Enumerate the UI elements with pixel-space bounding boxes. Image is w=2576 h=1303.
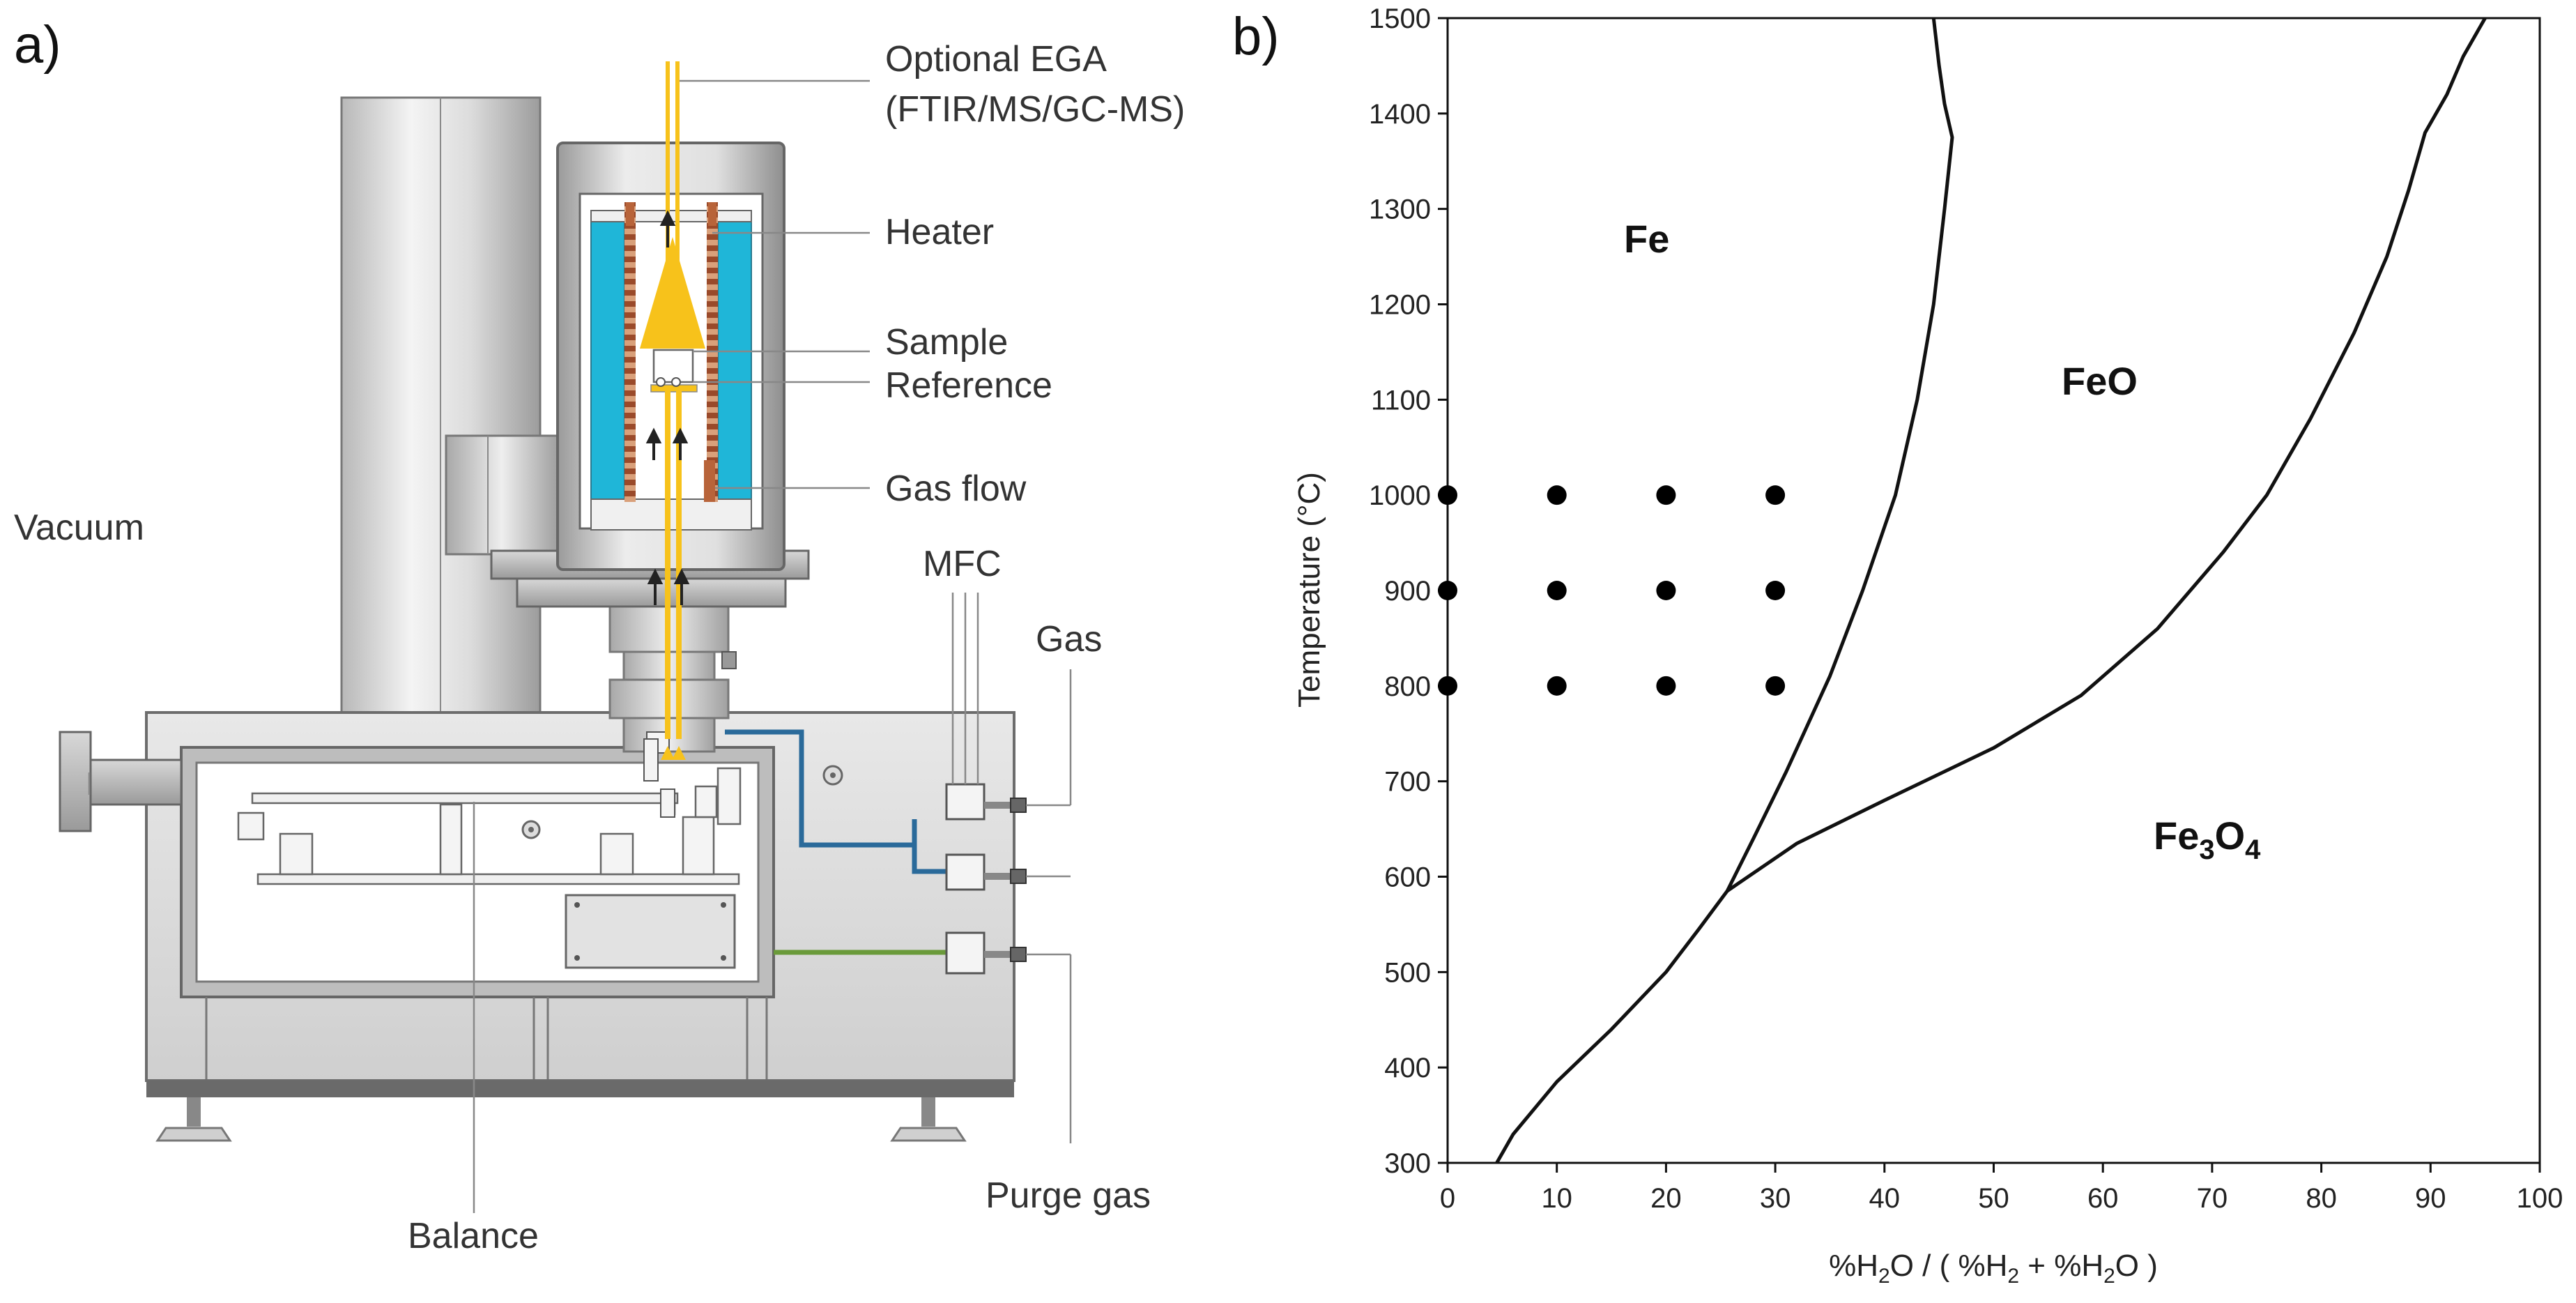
experiment-point bbox=[1656, 581, 1676, 600]
label-heater: Heater bbox=[885, 212, 994, 252]
x-tick-label: 30 bbox=[1760, 1183, 1791, 1214]
label-mfc: MFC bbox=[923, 544, 1002, 584]
experiment-point bbox=[1438, 676, 1457, 696]
balance-beam bbox=[237, 767, 742, 969]
y-tick-label: 1300 bbox=[1369, 195, 1431, 225]
panel-b: b) 0 10 20 30 40 50 60 70 80 90 100 300 400 500 600 70… bbox=[1232, 3, 2563, 1288]
y-axis-ticks: 300 400 500 600 700 800 900 1000 1100 1200 1300 140… bbox=[1369, 3, 1448, 1179]
label-purge-gas: Purge gas bbox=[986, 1175, 1151, 1216]
x-tick-label: 100 bbox=[2517, 1183, 2563, 1214]
x-tick-label: 60 bbox=[2087, 1183, 2119, 1214]
y-tick-label: 500 bbox=[1384, 957, 1431, 988]
y-tick-label: 800 bbox=[1384, 671, 1431, 702]
y-axis-label: Temperature (°C) bbox=[1292, 472, 1326, 708]
x-tick-label: 40 bbox=[1869, 1183, 1901, 1214]
phase-boundary-feo-fe3o4 bbox=[1726, 17, 2487, 893]
column-block bbox=[445, 434, 559, 556]
y-tick-label: 1200 bbox=[1369, 290, 1431, 321]
furnace bbox=[556, 142, 785, 571]
heater-jacket-right bbox=[717, 221, 752, 500]
panel-a-letter: a) bbox=[14, 15, 61, 75]
x-tick-label: 50 bbox=[1978, 1183, 2009, 1214]
base-plate bbox=[146, 1081, 1014, 1097]
experiment-point bbox=[1438, 581, 1457, 600]
y-tick-label: 700 bbox=[1384, 767, 1431, 798]
x-tick-label: 0 bbox=[1440, 1183, 1455, 1214]
experiment-points bbox=[1438, 485, 1786, 696]
experiment-point bbox=[1547, 676, 1567, 696]
feet bbox=[155, 1097, 967, 1142]
leader-lines bbox=[88, 79, 1072, 1213]
experiment-point bbox=[1765, 485, 1786, 505]
y-tick-label: 600 bbox=[1384, 862, 1431, 893]
panel-b-letter: b) bbox=[1232, 7, 1280, 66]
panel-a: a) bbox=[14, 15, 1185, 1256]
region-label-feo: FeO bbox=[2062, 359, 2138, 403]
experiment-point bbox=[1656, 676, 1676, 696]
label-ega-2: (FTIR/MS/GC-MS) bbox=[885, 89, 1185, 130]
phase-boundaries bbox=[1495, 17, 2487, 1164]
x-tick-label: 10 bbox=[1541, 1183, 1572, 1214]
experiment-point bbox=[1438, 485, 1457, 505]
gas-flow-beam bbox=[640, 61, 705, 760]
y-tick-label: 1500 bbox=[1369, 3, 1431, 34]
x-axis-ticks: 0 10 20 30 40 50 60 70 80 90 100 bbox=[1440, 1163, 2563, 1214]
flow-arrows bbox=[645, 210, 690, 605]
y-tick-label: 400 bbox=[1384, 1053, 1431, 1083]
experiment-point bbox=[1547, 581, 1567, 600]
label-balance: Balance bbox=[408, 1216, 539, 1256]
experiment-point bbox=[1656, 485, 1676, 505]
x-tick-label: 70 bbox=[2197, 1183, 2228, 1214]
heater-jacket-left bbox=[590, 221, 625, 500]
label-sample: Sample bbox=[885, 322, 1008, 363]
experiment-point bbox=[1765, 676, 1786, 696]
mfc-units bbox=[945, 783, 1027, 975]
y-tick-label: 900 bbox=[1384, 576, 1431, 607]
y-tick-label: 1000 bbox=[1369, 480, 1431, 511]
label-vacuum: Vacuum bbox=[14, 508, 144, 548]
region-label-fe: Fe bbox=[1624, 217, 1669, 261]
x-tick-label: 90 bbox=[2415, 1183, 2446, 1214]
x-axis-label: %H2O / ( %H2 + %H2O ) bbox=[1829, 1249, 2158, 1288]
y-tick-label: 1400 bbox=[1369, 99, 1431, 130]
experiment-point bbox=[1765, 581, 1786, 600]
phase-boundary-fe-feo_and_fe-fe3o4 bbox=[1495, 17, 1954, 1164]
x-tick-label: 80 bbox=[2306, 1183, 2337, 1214]
x-tick-label: 20 bbox=[1650, 1183, 1682, 1214]
experiment-point bbox=[1547, 485, 1567, 505]
gas-lines bbox=[725, 729, 953, 955]
region-label-fe3o4: Fe3O4 bbox=[2154, 814, 2261, 865]
y-tick-label: 300 bbox=[1384, 1148, 1431, 1179]
label-gas-flow: Gas flow bbox=[885, 468, 1027, 509]
sample-holder bbox=[652, 349, 694, 383]
plot-frame bbox=[1446, 17, 2541, 1164]
label-reference: Reference bbox=[885, 365, 1052, 406]
y-tick-label: 1100 bbox=[1371, 385, 1431, 416]
vacuum-port bbox=[59, 731, 183, 832]
label-gas: Gas bbox=[1036, 619, 1102, 660]
label-ega-1: Optional EGA bbox=[885, 39, 1107, 79]
heating-element-left bbox=[624, 202, 636, 502]
